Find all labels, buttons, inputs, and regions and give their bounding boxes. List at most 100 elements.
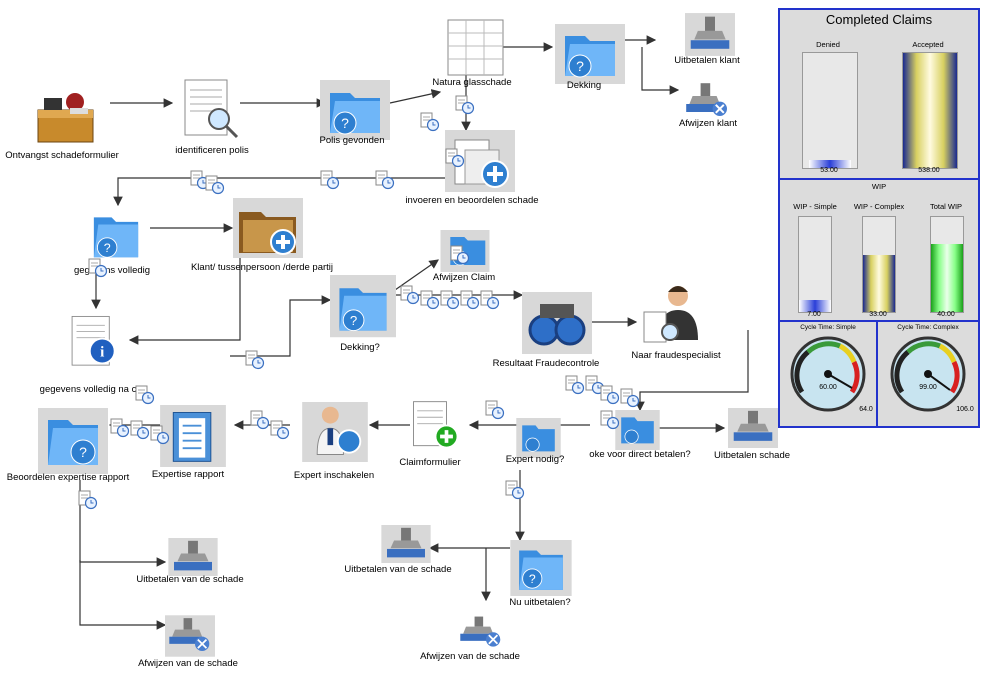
completed-claims-title: Completed Claims [825, 12, 933, 27]
stamp-icon[interactable] [168, 538, 218, 576]
cycle-complex-value: 99.00 [919, 384, 937, 391]
work-item-token-icon [245, 350, 265, 370]
wip-simple-bar [798, 216, 832, 313]
node-label-uitbetalen-vds-left: Uitbetalen van de schade [136, 574, 244, 585]
fraud-specialist-icon[interactable] [640, 282, 712, 348]
node-label-afwijzen-vds-left: Afwijzen van de schade [138, 658, 238, 669]
work-item-token-icon [78, 490, 98, 510]
node-label-afwijzen-klant: Afwijzen klant [678, 118, 738, 129]
receptionist-desk-icon[interactable] [30, 80, 100, 150]
work-item-token-icon [270, 420, 290, 440]
folder-question-icon[interactable] [516, 418, 561, 458]
folder-question-icon[interactable]: ? [320, 75, 390, 145]
document-search-icon[interactable] [175, 75, 245, 145]
node-label-gegevens-volledig: gegevens volledig [73, 265, 151, 276]
node-label-dekking-top: Dekking [566, 80, 602, 91]
accepted-value: 538.00 [918, 167, 940, 174]
wip-total-label: Total WIP [929, 202, 963, 211]
work-item-token-icon [420, 112, 440, 132]
work-item-token-icon [600, 385, 620, 405]
folder-add-icon[interactable] [233, 198, 303, 268]
node-label-dekking-q: Dekking? [340, 342, 380, 353]
node-label-naar-fraude: Naar fraudespecialist [631, 350, 721, 361]
spreadsheet-icon[interactable] [440, 15, 510, 85]
node-label-ontvangst: Ontvangst schadeformulier [5, 150, 119, 161]
wip-section: WIP WIP - Simple WIP - Complex Total WIP… [780, 180, 978, 322]
node-label-claimformulier: Claimformulier [399, 457, 461, 468]
work-item-token-icon [135, 385, 155, 405]
cycle-simple-gauge [790, 336, 866, 412]
svg-text:?: ? [104, 241, 111, 255]
node-label-expert-inschakelen: Expert inschakelen [293, 470, 375, 481]
work-item-token-icon [320, 170, 340, 190]
clipboard-icon[interactable] [160, 405, 226, 467]
node-label-beoordelen: Beoordelen expertise rapport [6, 472, 130, 483]
cycle-complex-label: Cycle Time: Complex [897, 324, 959, 331]
expert-person-icon[interactable] [302, 402, 368, 462]
work-item-token-icon [250, 410, 270, 430]
folder-question-icon[interactable]: ? [510, 540, 572, 596]
stamp-reject-icon[interactable] [456, 615, 506, 651]
wip-complex-bar [862, 216, 896, 313]
stamp-icon[interactable] [380, 525, 432, 563]
svg-text:?: ? [350, 313, 357, 328]
wip-complex-label: WIP - Complex [853, 202, 905, 211]
wip-complex-value: 33.00 [869, 311, 887, 318]
stamp-icon[interactable] [685, 12, 735, 57]
work-item-token-icon [150, 425, 170, 445]
wip-simple-value: 7.00 [807, 311, 821, 318]
folder-question-icon[interactable]: ? [38, 408, 108, 474]
node-label-resultaat: Resultaat Fraudecontrole [492, 358, 600, 369]
work-item-token-icon [460, 290, 480, 310]
stamp-reject-icon[interactable] [683, 80, 731, 120]
document-info-icon[interactable]: i [65, 312, 127, 374]
svg-text:i: i [100, 344, 104, 360]
stamp-reject-icon[interactable] [165, 615, 215, 657]
cycle-time-section: Cycle Time: Simple 60.00 64.0 Cycle Time… [780, 322, 978, 428]
work-item-token-icon [480, 290, 500, 310]
wip-simple-bar-fill [799, 300, 831, 312]
cycle-simple-panel: Cycle Time: Simple 60.00 64.0 [780, 322, 878, 428]
folder-question-icon[interactable]: ? [330, 275, 396, 341]
folder-question-icon[interactable]: ? [85, 205, 147, 267]
folder-question-icon[interactable]: ? [555, 22, 625, 92]
node-label-oke-direct: oke voor direct betalen? [589, 449, 691, 460]
cycle-complex-gauge [890, 336, 966, 412]
accepted-label: Accepted [912, 40, 944, 49]
node-label-uitbetalen-schade: Uitbetalen schade [713, 450, 791, 461]
work-item-token-icon [600, 410, 620, 430]
node-label-identificeren: identificeren polis [175, 145, 249, 156]
wip-simple-label: WIP - Simple [793, 202, 837, 211]
node-label-uitbetalen-vds-mid: Uitbetalen van de schade [344, 564, 452, 575]
work-item-token-icon [445, 148, 465, 168]
node-label-expert-nodig: Expert nodig? [505, 454, 565, 465]
node-label-uitbetalen-klant: Uitbetalen klant [674, 55, 740, 66]
stamp-icon[interactable] [728, 408, 778, 448]
node-label-afwijzen-vds-mid: Afwijzen van de schade [420, 651, 520, 662]
document-add-icon[interactable] [408, 398, 463, 453]
work-item-token-icon [505, 480, 525, 500]
node-label-polis-gevonden: Polis gevonden [319, 135, 385, 146]
denied-label: Denied [816, 40, 840, 49]
work-item-token-icon [455, 95, 475, 115]
cycle-simple-max: 64.0 [859, 406, 873, 413]
dashboard-panel: Completed Claims Denied Accepted 53.00 5… [778, 8, 980, 428]
node-label-natura: Natura glasschade [432, 77, 512, 88]
binoculars-icon[interactable] [522, 292, 592, 362]
node-label-nu-uitbetalen: Nu uitbetalen? [509, 597, 571, 608]
work-item-token-icon [420, 290, 440, 310]
node-label-expertise-rapport: Expertise rapport [151, 469, 225, 480]
work-item-token-icon [375, 170, 395, 190]
work-item-token-icon [205, 175, 225, 195]
work-item-token-icon [110, 418, 130, 438]
node-label-gegevens-na: gegevens volledig na c [39, 384, 137, 395]
svg-text:?: ? [529, 572, 536, 586]
svg-text:?: ? [576, 58, 584, 74]
denied-value: 53.00 [820, 167, 838, 174]
denied-bar-fill [809, 160, 851, 168]
folder-question-icon[interactable] [615, 410, 660, 450]
cycle-simple-value: 60.00 [819, 384, 837, 391]
svg-text:?: ? [79, 444, 87, 460]
node-label-klant-tussen: Klant/ tussenpersoon /derde partij [190, 262, 334, 273]
